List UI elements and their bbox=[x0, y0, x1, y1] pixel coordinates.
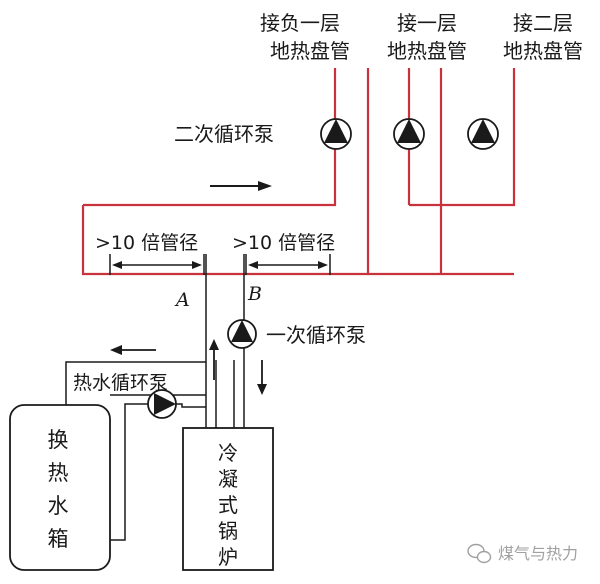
condensing-boiler bbox=[182, 427, 274, 571]
primary-pump bbox=[227, 319, 257, 349]
label-floor2-l2: 地热盘管 bbox=[503, 39, 583, 63]
wechat-icon bbox=[467, 543, 492, 564]
flow-arrow-down bbox=[257, 360, 267, 395]
secondary-loop-pipe bbox=[81, 68, 516, 276]
label-floor2-l1: 接二层 bbox=[513, 11, 573, 35]
flow-arrow-up bbox=[209, 339, 219, 380]
secondary-pump-2 bbox=[393, 118, 425, 150]
secondary-pump-1 bbox=[320, 118, 352, 150]
label-floor1-l1: 接一层 bbox=[397, 11, 457, 35]
boiler-label: 冷 凝 式 锅 炉 bbox=[218, 441, 238, 569]
flow-arrow-right bbox=[210, 181, 272, 191]
svg-text:水: 水 bbox=[48, 494, 69, 518]
svg-text:煤气与热力: 煤气与热力 bbox=[498, 544, 578, 563]
label-floor1-l2: 地热盘管 bbox=[387, 39, 467, 63]
label-hot-water-pump: 热水循环泵 bbox=[73, 372, 168, 394]
svg-text:式: 式 bbox=[218, 493, 238, 517]
svg-text:换: 换 bbox=[48, 428, 69, 452]
label-floor-minus1-l1: 接负一层 bbox=[260, 11, 340, 35]
label-distance-right: >10 倍管径 bbox=[232, 232, 335, 254]
dimension-right bbox=[245, 254, 331, 275]
hot-water-pump bbox=[147, 389, 177, 419]
label-point-a: A bbox=[174, 289, 190, 311]
svg-text:炉: 炉 bbox=[218, 545, 238, 569]
secondary-pump-3 bbox=[467, 118, 499, 150]
label-primary-pump: 一次循环泵 bbox=[266, 323, 366, 347]
svg-text:锅: 锅 bbox=[218, 519, 238, 543]
svg-text:热: 热 bbox=[48, 461, 69, 485]
watermark: 煤气与热力 bbox=[467, 543, 578, 564]
label-distance-left: >10 倍管径 bbox=[95, 232, 198, 254]
label-point-b: B bbox=[247, 283, 262, 305]
label-secondary-pump: 二次循环泵 bbox=[174, 122, 274, 146]
dimension-left bbox=[109, 254, 205, 275]
heat-exchange-tank bbox=[9, 404, 111, 571]
svg-text:凝: 凝 bbox=[218, 467, 238, 491]
svg-text:冷: 冷 bbox=[218, 441, 238, 465]
svg-text:箱: 箱 bbox=[48, 527, 69, 551]
tank-label: 换 热 水 箱 bbox=[48, 428, 69, 551]
label-floor-minus1-l2: 地热盘管 bbox=[270, 39, 350, 63]
flow-arrow-left bbox=[110, 345, 156, 355]
